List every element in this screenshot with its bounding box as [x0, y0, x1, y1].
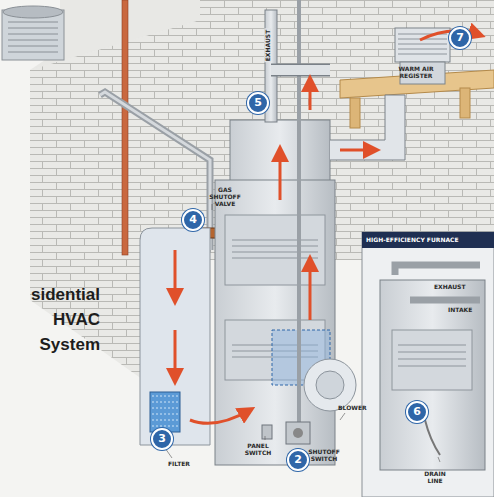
part-label: SHUTOFF SWITCH: [308, 448, 340, 462]
floor-joists: [340, 28, 494, 128]
callout-number: 3: [151, 428, 173, 450]
part-label: EXHAUST: [264, 29, 271, 63]
callout-number: 4: [182, 209, 204, 231]
callout-number: 5: [247, 92, 269, 114]
part-label: INTAKE: [448, 306, 472, 313]
outdoor-unit: [2, 6, 64, 60]
callout-number: 7: [449, 27, 471, 49]
part-label: BLOWER: [338, 404, 367, 411]
part-label: EXHAUST: [434, 283, 466, 290]
diagram-title: sidential HVAC System: [2, 282, 100, 357]
panel-heading: HIGH-EFFICIENCY FURNACE: [362, 232, 494, 248]
part-label: PANEL SWITCH: [244, 442, 272, 456]
part-label: GAS SHUTOFF VALVE: [208, 186, 242, 207]
part-label: FILTER: [168, 460, 190, 467]
part-label: WARM AIR REGISTER: [390, 65, 442, 79]
airflow-arrows: [175, 31, 480, 423]
callout-number: 2: [287, 449, 309, 471]
inset-panel: HIGH-EFFICIENCY FURNACE: [362, 232, 494, 497]
callout-number: 6: [406, 401, 428, 423]
part-label: DRAIN LINE: [420, 470, 450, 484]
